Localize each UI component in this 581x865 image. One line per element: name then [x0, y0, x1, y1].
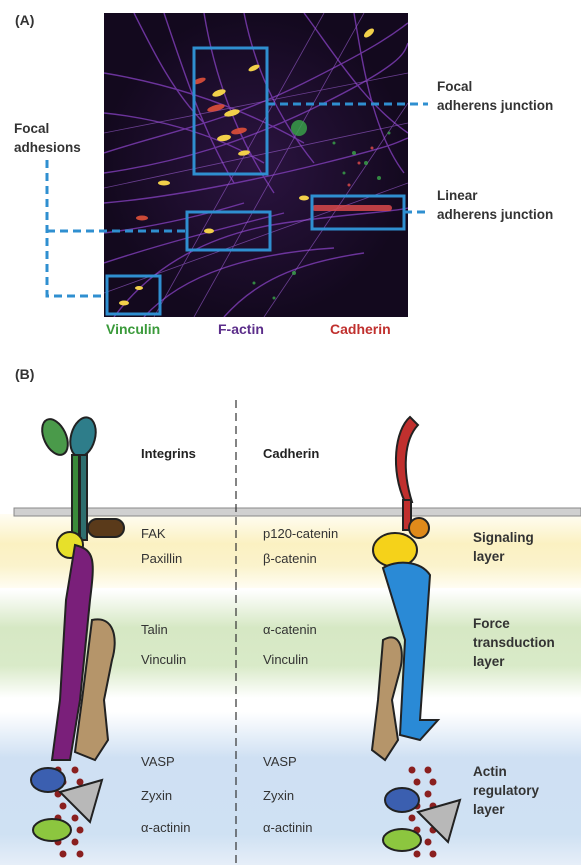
cadherin-protein-p120-catenin: p120-catenin — [263, 526, 338, 541]
force-transduction-layer-label: Force transduction layer — [473, 614, 555, 671]
cadherin-protein-beta-catenin: β-catenin — [263, 551, 317, 566]
integrin-protein-fak: FAK — [141, 526, 166, 541]
integrin-protein-paxillin: Paxillin — [141, 551, 182, 566]
channel-label-f-actin: F-actin — [218, 321, 264, 337]
panel-a-label: (A) — [15, 12, 34, 28]
integrin-protein-vasp: VASP — [141, 754, 175, 769]
cadherin-complex — [372, 417, 438, 760]
cadherin-protein-alpha-catenin: α-catenin — [263, 622, 317, 637]
integrin-vasp-shape — [31, 768, 65, 792]
cell-membrane — [14, 508, 581, 516]
integrin-protein-alpha-actinin: α-actinin — [141, 820, 190, 835]
focal-adhesion-box-2 — [107, 276, 160, 314]
focal-adherens-junction-label: Focal adherens junction — [437, 77, 553, 115]
cadherin-actinin-shape — [383, 829, 421, 851]
cadherin-header: Cadherin — [263, 446, 319, 461]
cadherin-zyxin-triangle — [418, 800, 460, 842]
integrin-protein-vinculin: Vinculin — [141, 652, 186, 667]
cadherin-vasp-shape — [385, 788, 419, 812]
focal-adherens-junction-box — [194, 48, 267, 174]
integrins-header: Integrins — [141, 446, 196, 461]
cadherin-protein-alpha-actinin: α-actinin — [263, 820, 312, 835]
actin-regulatory-layer-label: Actin regulatory layer — [473, 762, 539, 819]
cadherin-protein-vasp: VASP — [263, 754, 297, 769]
integrin-complex — [37, 415, 124, 760]
focal-adhesions-label: Focal adhesions — [14, 119, 81, 157]
cadherin-protein-vinculin: Vinculin — [263, 652, 308, 667]
signaling-layer-label: Signaling layer — [473, 528, 534, 566]
integrin-zyxin-triangle — [60, 780, 102, 822]
integrin-protein-zyxin: Zyxin — [141, 788, 172, 803]
channel-label-cadherin: Cadherin — [330, 321, 391, 337]
linear-adherens-junction-box — [312, 196, 404, 229]
cadherin-protein-zyxin: Zyxin — [263, 788, 294, 803]
channel-label-vinculin: Vinculin — [106, 321, 160, 337]
focal-adhesion-box-1 — [187, 212, 270, 250]
linear-adherens-junction-label: Linear adherens junction — [437, 186, 553, 224]
integrin-protein-talin: Talin — [141, 622, 168, 637]
panel-b-label: (B) — [15, 366, 34, 382]
integrin-actinin-shape — [33, 819, 71, 841]
